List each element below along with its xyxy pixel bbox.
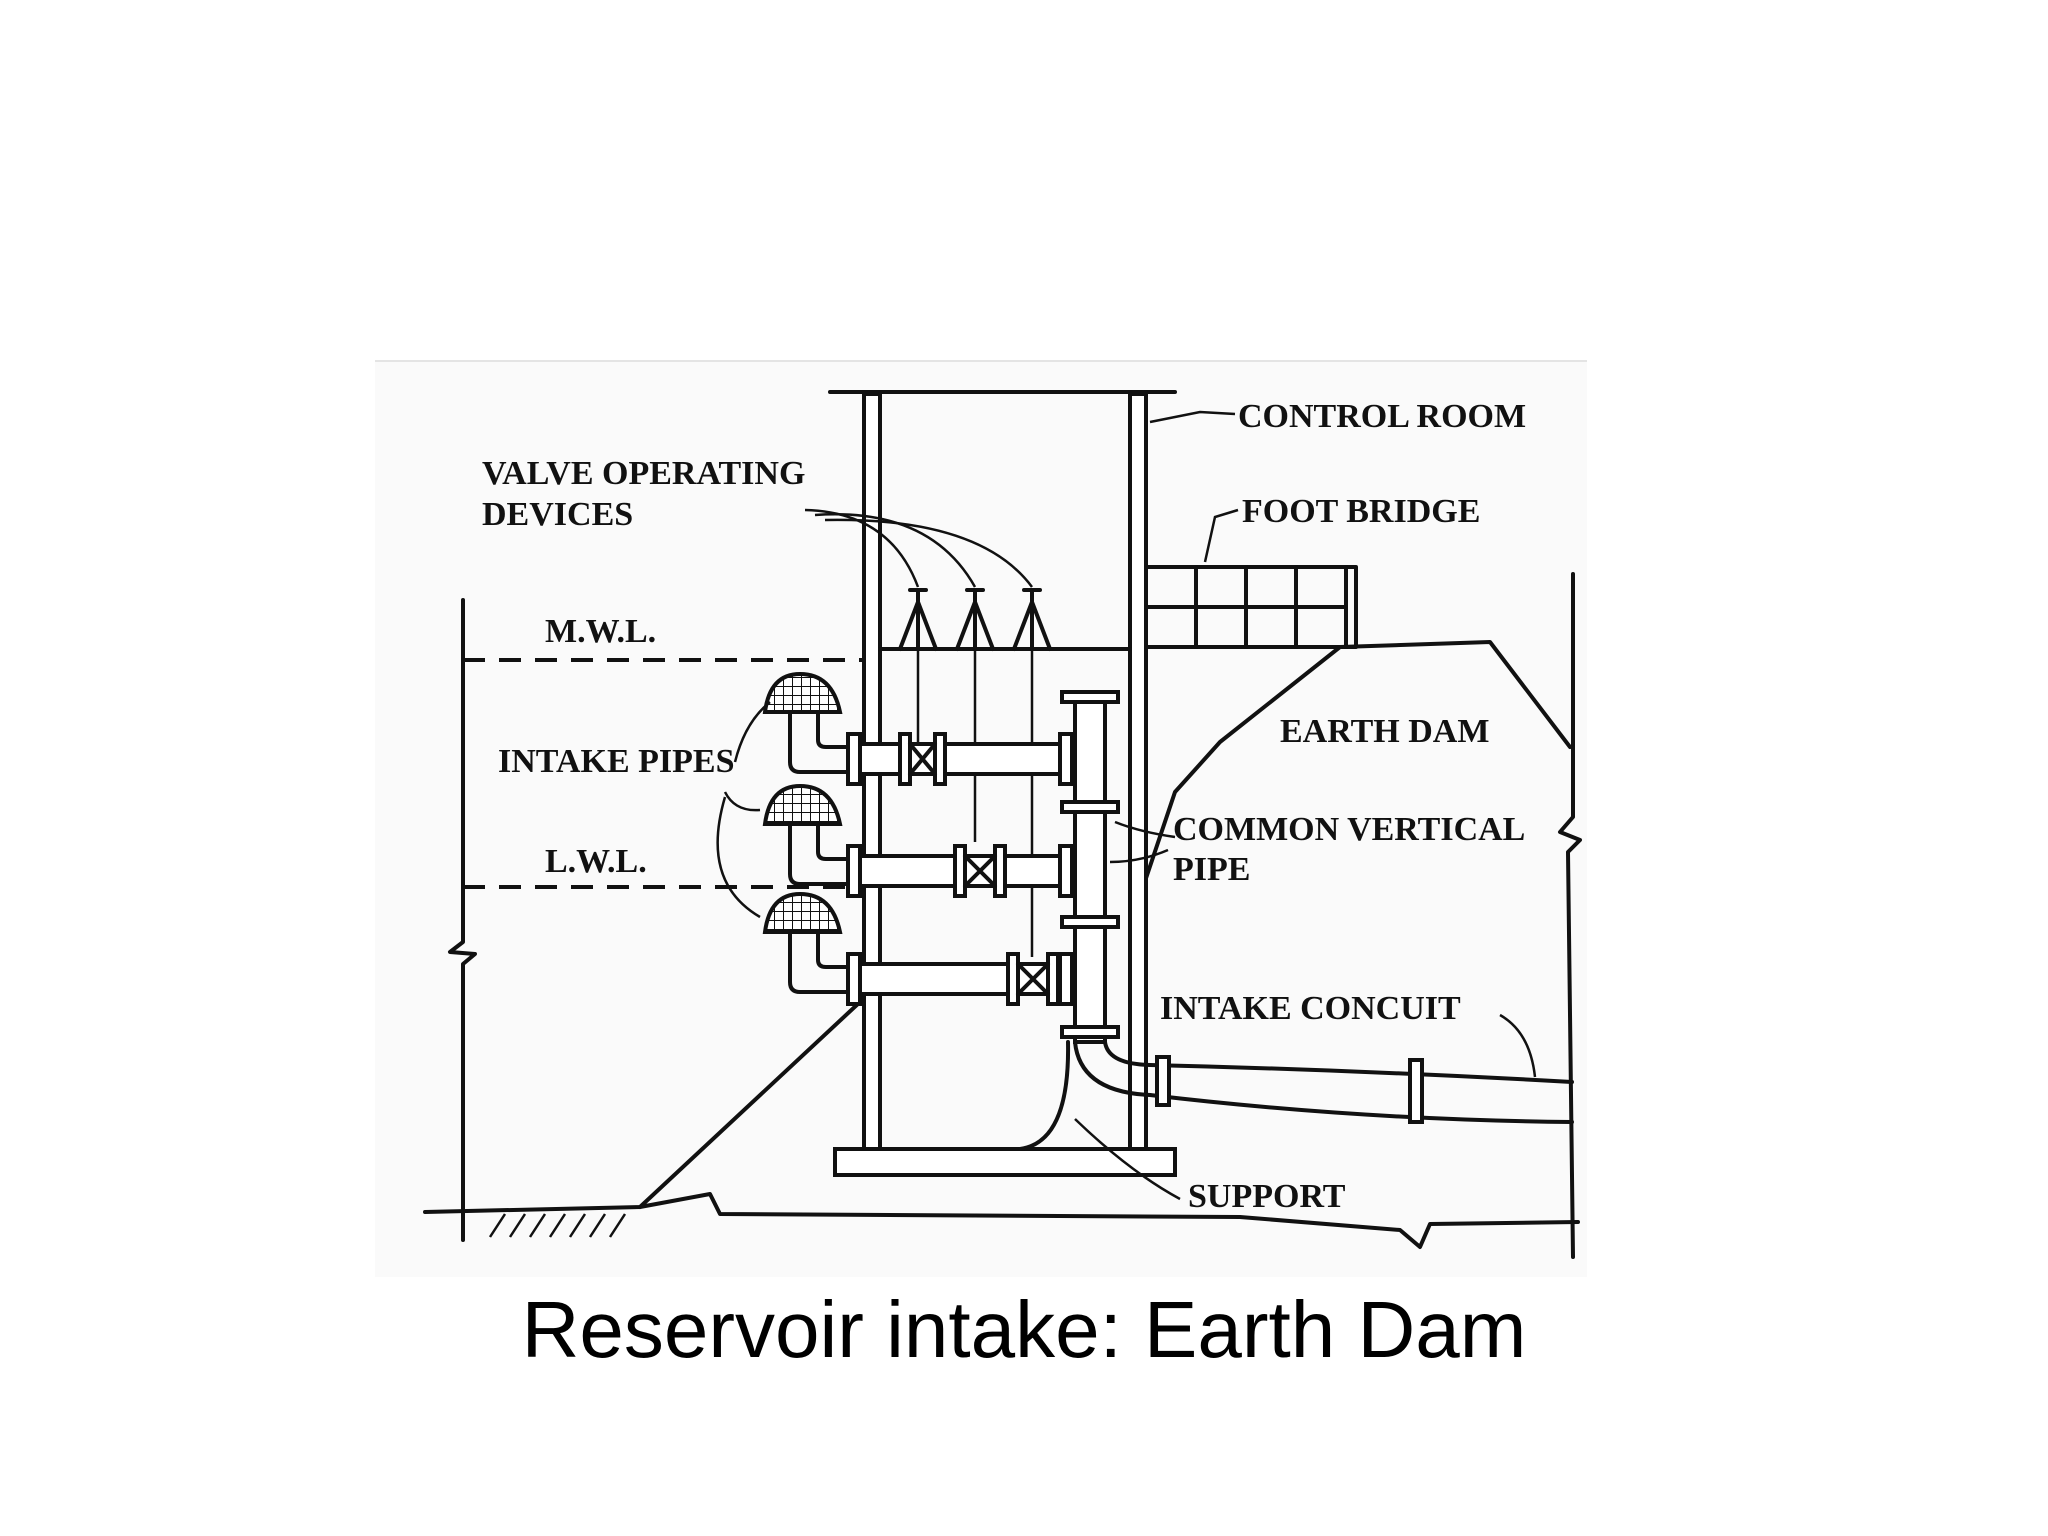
intake-pipe-bottom [762,891,1074,1006]
left-water-boundary [448,598,477,1242]
label-support: SUPPORT [1188,1178,1346,1215]
label-lwl: L.W.L. [545,843,647,880]
slide-caption: Reservoir intake: Earth Dam [521,1285,1527,1374]
label-common-vertical-pipe-1: COMMON VERTICAL [1173,811,1525,848]
right-dam-boundary [1558,572,1582,1259]
tower-right-wall [1128,392,1148,1151]
label-valve-operating-devices-1: VALVE OPERATING [482,455,805,492]
label-intake-conduit: INTAKE CONCUIT [1160,990,1461,1027]
common-vertical-pipe [1018,690,1152,1151]
label-intake-pipes: INTAKE PIPES [498,743,734,780]
label-valve-operating-devices-2: DEVICES [482,496,633,533]
tower-base-slab [833,1147,1177,1177]
label-mwl: M.W.L. [545,613,656,650]
label-earth-dam: EARTH DAM [1280,713,1489,750]
leader-arrows [716,410,1537,1201]
label-foot-bridge: FOOT BRIDGE [1242,493,1480,530]
figure-frame: CONTROL ROOM VALVE OPERATING DEVICES FOO… [375,360,1587,1277]
tower-slope-line [638,1000,862,1209]
earth-dam-embankment [1136,640,1572,904]
intake-pipe-middle [762,783,1074,898]
intake-pipe-top [762,671,1074,786]
foot-bridge [1144,565,1358,649]
intake-conduit-pipe [1148,1055,1574,1124]
ground-line [423,1192,1580,1249]
label-control-room: CONTROL ROOM [1238,398,1526,435]
reservoir-intake-diagram: CONTROL ROOM VALVE OPERATING DEVICES FOO… [423,390,1582,1259]
label-common-vertical-pipe-2: PIPE [1173,851,1250,888]
